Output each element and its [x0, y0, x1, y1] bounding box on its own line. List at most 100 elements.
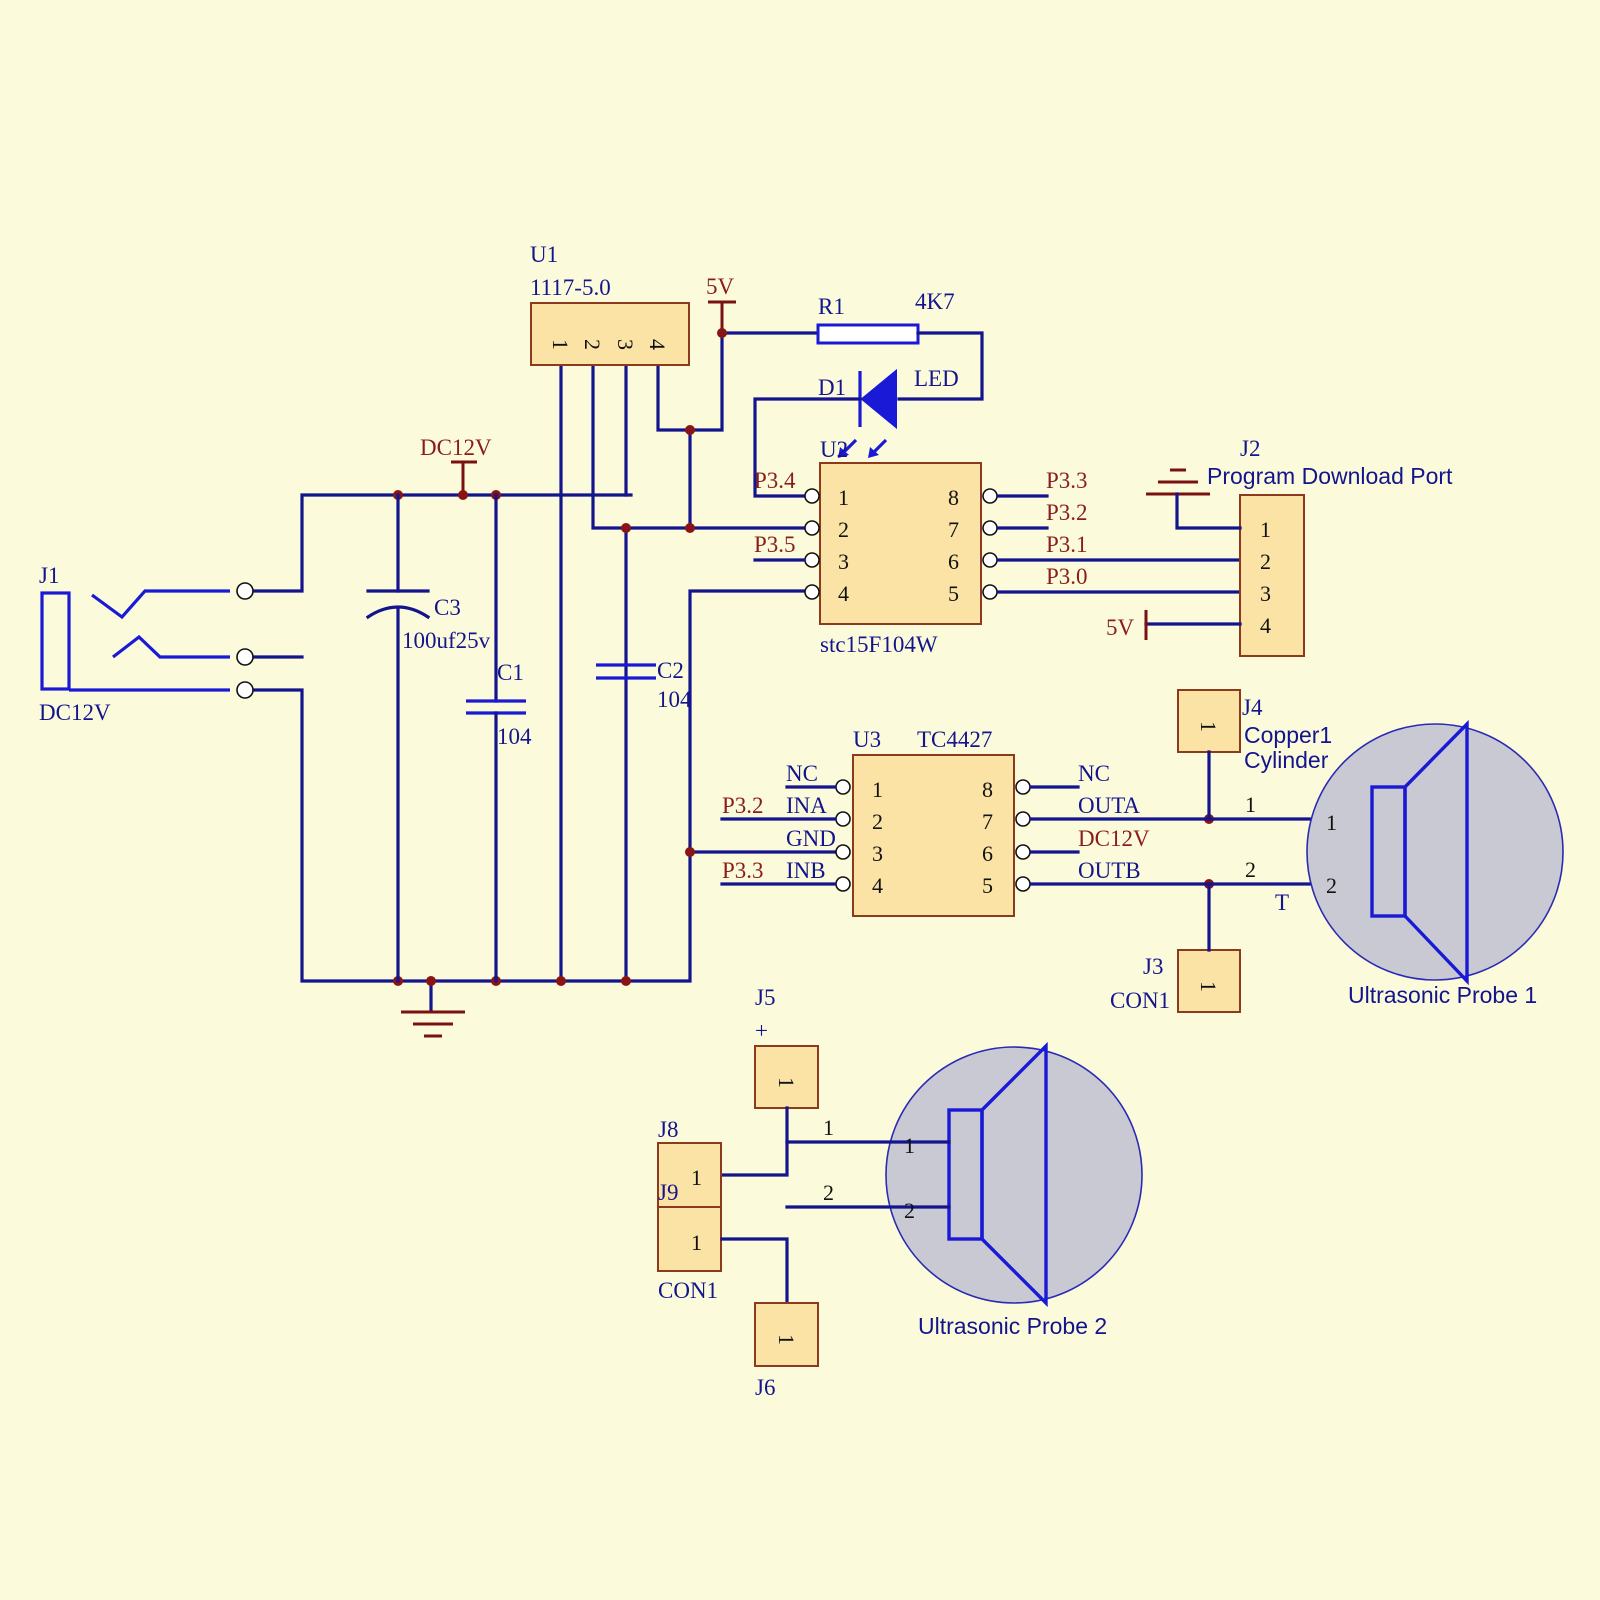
net-p32: P3.2 — [1046, 500, 1088, 525]
j1-value: DC12V — [39, 700, 111, 725]
c1-value: 104 — [497, 724, 532, 749]
u3-net-inb: P3.3 — [722, 858, 764, 883]
u3-name-gnd: GND — [786, 826, 836, 851]
u3-name-inb: INB — [786, 858, 826, 883]
probe2-wire-1: 1 — [823, 1115, 834, 1140]
u2-pin-1: 1 — [838, 485, 849, 510]
j4-ref: J4 — [1242, 695, 1263, 720]
u1-pin-4: 4 — [645, 339, 670, 350]
u3-name-outb: OUTB — [1078, 858, 1141, 883]
u2-pin-8: 8 — [948, 485, 959, 510]
ultrasonic-probe-1: 1 J4 Copper1 Cylinder 1 J3 CON1 1 2 1 2 … — [1110, 689, 1564, 1013]
u2-pin-6: 6 — [948, 549, 959, 574]
rail-12v-label: DC12V — [420, 435, 492, 460]
regulator-u1: U1 1117-5.0 1 2 3 4 — [530, 242, 690, 366]
u2-pin-7: 7 — [948, 517, 959, 542]
j2-ref: J2 — [1240, 436, 1260, 461]
u3-part: TC4427 — [917, 727, 992, 752]
c3-value: 100uf25v — [402, 628, 491, 653]
led-d1: D1 LED — [753, 366, 959, 498]
u3-pin-8: 8 — [982, 777, 993, 802]
u3-net-ina: P3.2 — [722, 793, 764, 818]
u3-name-dc12v: DC12V — [1078, 826, 1150, 851]
u1-ref: U1 — [530, 242, 558, 267]
u2-pin-3: 3 — [838, 549, 849, 574]
driver-u3: U3 TC4427 1 2 3 4 8 7 6 5 NC INA GND INB… — [720, 727, 1374, 917]
probe1-t-label: T — [1275, 890, 1289, 915]
j2-pin-4: 4 — [1260, 613, 1271, 638]
u3-name-nc-right: NC — [1078, 761, 1110, 786]
j4-label-2: Cylinder — [1244, 747, 1329, 773]
ground-symbol — [401, 1010, 465, 1038]
u2-ref: U2 — [820, 437, 848, 462]
ultrasonic-probe-2: 1 J5 + J8 J9 1 1 CON1 1 J6 1 2 1 2 Ultra… — [657, 985, 1143, 1400]
j1-ref: J1 — [39, 563, 59, 588]
dc-jack-j1: J1 DC12V — [39, 563, 254, 725]
net-p30: P3.0 — [1046, 564, 1088, 589]
u3-pin-1: 1 — [872, 777, 883, 802]
probe2-wire-2: 2 — [823, 1180, 834, 1205]
rail-5v-label: 5V — [706, 274, 735, 299]
u3-ref: U3 — [853, 727, 881, 752]
u2-part: stc15F104W — [820, 632, 938, 657]
u1-pin-2: 2 — [580, 339, 605, 350]
resistor-r1: R1 4K7 — [816, 289, 984, 401]
u2-pin-4: 4 — [838, 581, 849, 606]
u3-pin-6: 6 — [982, 841, 993, 866]
j9-ref: J9 — [658, 1180, 678, 1205]
j9-pin: 1 — [691, 1230, 702, 1255]
probe2-label: Ultrasonic Probe 2 — [918, 1313, 1107, 1339]
j3-pin: 1 — [1196, 981, 1221, 992]
j6-ref: J6 — [755, 1375, 775, 1400]
c2-ref: C2 — [657, 658, 684, 683]
j6-pin: 1 — [774, 1334, 799, 1345]
j2-label: Program Download Port — [1207, 463, 1453, 489]
j2-pin-1: 1 — [1260, 517, 1271, 542]
port-5v-label: 5V — [1106, 615, 1135, 640]
j2-pin-2: 2 — [1260, 549, 1271, 574]
mcu-u2: U2 stc15F104W 1 2 3 4 8 7 6 5 P3.4 P3.5 … — [753, 437, 1242, 657]
probe2-pin-2: 2 — [904, 1198, 915, 1223]
probe2-con-value: CON1 — [658, 1278, 718, 1303]
j5-pin: 1 — [774, 1077, 799, 1088]
u3-pin-3: 3 — [872, 841, 883, 866]
probe1-label: Ultrasonic Probe 1 — [1348, 982, 1537, 1008]
j2-pin-3: 3 — [1260, 581, 1271, 606]
probe1-pin-2: 2 — [1326, 873, 1337, 898]
j5-ref: J5 — [755, 985, 775, 1010]
j4-pin: 1 — [1196, 721, 1221, 732]
j4-label-1: Copper1 — [1244, 722, 1332, 748]
net-p34: P3.4 — [754, 468, 796, 493]
j3-value: CON1 — [1110, 988, 1170, 1013]
net-p31: P3.1 — [1046, 532, 1088, 557]
d1-ref: D1 — [818, 375, 846, 400]
u3-pin-4: 4 — [872, 873, 883, 898]
u3-name-ina: INA — [786, 793, 827, 818]
j5-sign: + — [755, 1018, 768, 1043]
probe1-pin-1: 1 — [1326, 810, 1337, 835]
u1-pin-1: 1 — [548, 339, 573, 350]
r1-value: 4K7 — [915, 289, 955, 314]
capacitor-c3: C3 100uf25v — [365, 493, 491, 983]
power-wiring — [243, 300, 836, 1012]
u1-pin-3: 3 — [613, 339, 638, 350]
j3-ref: J3 — [1143, 954, 1163, 979]
net-p35: P3.5 — [754, 532, 796, 557]
junction-dots — [393, 328, 1214, 986]
u1-part: 1117-5.0 — [530, 275, 611, 300]
capacitor-c2: C2 104 — [596, 658, 692, 712]
j8-pin: 1 — [691, 1165, 702, 1190]
program-port-j2: J2 Program Download Port 5V 1 2 3 4 — [1106, 436, 1453, 657]
u3-pin-7: 7 — [982, 809, 993, 834]
probe2-pin-1: 1 — [904, 1133, 915, 1158]
j8-ref: J8 — [658, 1117, 678, 1142]
probe1-wire-1: 1 — [1245, 792, 1256, 817]
u3-pin-5: 5 — [982, 873, 993, 898]
probe1-wire-2: 2 — [1245, 857, 1256, 882]
capacitor-c1: C1 104 — [466, 493, 532, 983]
c2-value: 104 — [657, 687, 692, 712]
u2-pin-2: 2 — [838, 517, 849, 542]
u3-name-outa: OUTA — [1078, 793, 1140, 818]
u3-name-nc-left: NC — [786, 761, 818, 786]
